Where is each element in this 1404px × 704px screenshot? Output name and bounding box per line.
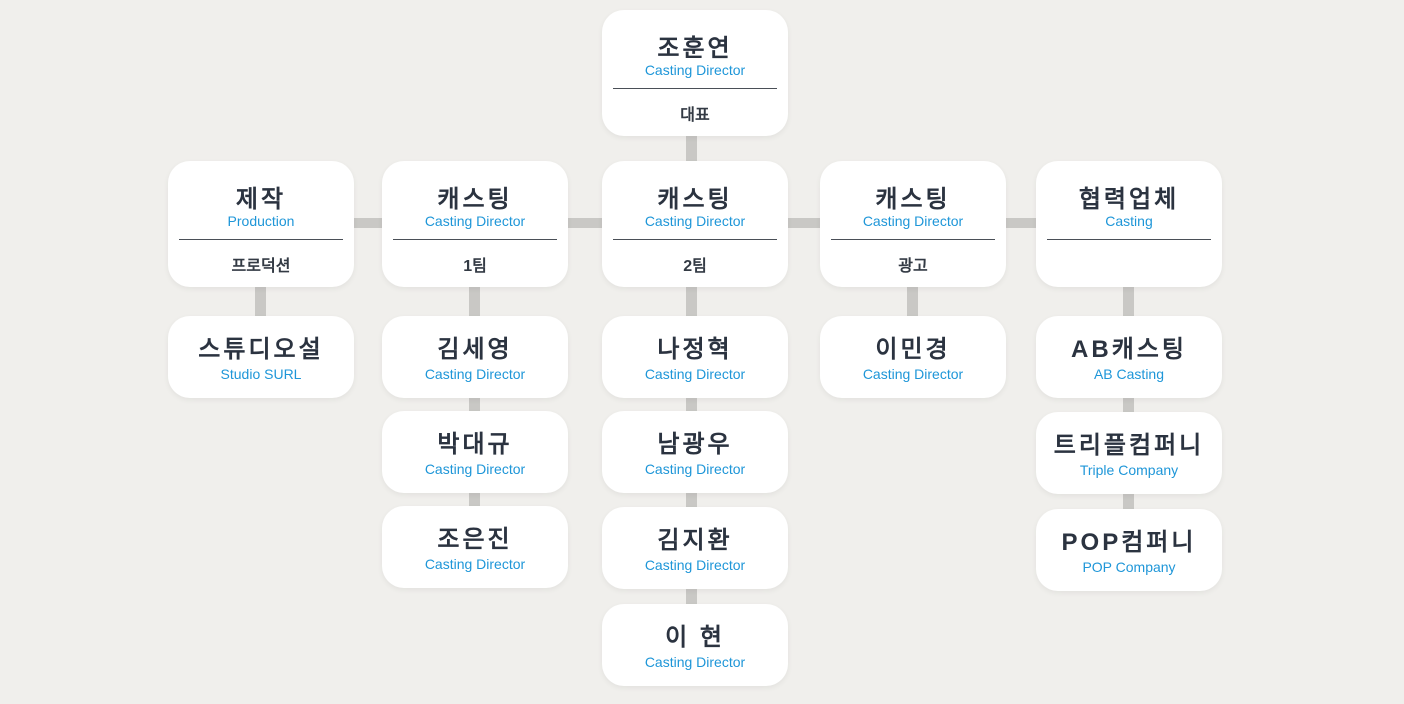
node-divider xyxy=(393,239,557,240)
member-node: AB캐스팅 AB Casting xyxy=(1036,316,1222,398)
connector-top-to-team2 xyxy=(686,134,697,162)
node-team: 프로덕션 xyxy=(231,258,291,275)
member-name: 스튜디오설 xyxy=(198,336,324,363)
member-name: 김지환 xyxy=(657,527,733,554)
node-team: 2팀 xyxy=(683,258,707,275)
node-role: Casting xyxy=(1105,213,1153,229)
node-name: 캐스팅 xyxy=(437,186,513,213)
node-role: Production xyxy=(227,213,295,229)
member-role: AB Casting xyxy=(1093,366,1165,382)
member-node: 남광우 Casting Director xyxy=(602,411,788,493)
member-role: POP Company xyxy=(1082,559,1176,575)
member-role: Triple Company xyxy=(1079,462,1179,478)
dept-node-partners: 협력업체 Casting xyxy=(1036,161,1222,287)
node-divider xyxy=(613,88,777,89)
member-name: 이민경 xyxy=(875,336,951,363)
member-role: Casting Director xyxy=(644,654,746,670)
member-node: 나정혁 Casting Director xyxy=(602,316,788,398)
node-role: Casting Director xyxy=(644,62,746,78)
connector-partners-column xyxy=(1123,286,1134,512)
member-name: POP컴퍼니 xyxy=(1061,529,1197,556)
dept-node-production: 제작 Production 프로덕션 xyxy=(168,161,354,287)
node-team: 1팀 xyxy=(463,258,487,275)
node-team: 광고 xyxy=(898,258,928,275)
member-name: 조은진 xyxy=(437,526,513,553)
node-name: 협력업체 xyxy=(1078,186,1180,213)
member-node: 이 현 Casting Director xyxy=(602,604,788,686)
member-name: AB캐스팅 xyxy=(1071,336,1187,363)
member-name: 트리플컴퍼니 xyxy=(1053,432,1205,459)
member-name: 이 현 xyxy=(665,624,725,651)
member-role: Casting Director xyxy=(424,461,526,477)
member-node: 김지환 Casting Director xyxy=(602,507,788,589)
dept-node-casting-team1: 캐스팅 Casting Director 1팀 xyxy=(382,161,568,287)
member-role: Casting Director xyxy=(644,366,746,382)
member-node: 이민경 Casting Director xyxy=(820,316,1006,398)
member-role: Studio SURL xyxy=(220,366,302,382)
node-divider xyxy=(613,239,777,240)
member-role: Casting Director xyxy=(424,556,526,572)
member-name: 남광우 xyxy=(657,431,733,458)
node-role: Casting Director xyxy=(424,213,526,229)
member-node: POP컴퍼니 POP Company xyxy=(1036,509,1222,591)
member-name: 박대규 xyxy=(437,431,513,458)
node-name: 제작 xyxy=(235,186,287,213)
node-name: 캐스팅 xyxy=(657,186,733,213)
org-node-top: 조훈연 Casting Director 대표 xyxy=(602,10,788,136)
member-role: Casting Director xyxy=(644,461,746,477)
member-role: Casting Director xyxy=(862,366,964,382)
member-name: 김세영 xyxy=(437,336,513,363)
member-node: 스튜디오설 Studio SURL xyxy=(168,316,354,398)
node-team: 대표 xyxy=(680,107,710,124)
connector-production-column xyxy=(255,286,266,318)
dept-node-casting-ad: 캐스팅 Casting Director 광고 xyxy=(820,161,1006,287)
node-divider xyxy=(179,239,343,240)
member-role: Casting Director xyxy=(644,557,746,573)
node-name: 캐스팅 xyxy=(875,186,951,213)
dept-node-casting-team2: 캐스팅 Casting Director 2팀 xyxy=(602,161,788,287)
node-divider xyxy=(1047,239,1211,240)
member-node: 트리플컴퍼니 Triple Company xyxy=(1036,412,1222,494)
member-role: Casting Director xyxy=(424,366,526,382)
member-node: 조은진 Casting Director xyxy=(382,506,568,588)
member-node: 김세영 Casting Director xyxy=(382,316,568,398)
node-name: 조훈연 xyxy=(657,35,733,62)
node-role: Casting Director xyxy=(644,213,746,229)
node-divider xyxy=(831,239,995,240)
member-name: 나정혁 xyxy=(657,336,733,363)
connector-ad-column xyxy=(907,286,918,318)
member-node: 박대규 Casting Director xyxy=(382,411,568,493)
node-role: Casting Director xyxy=(862,213,964,229)
